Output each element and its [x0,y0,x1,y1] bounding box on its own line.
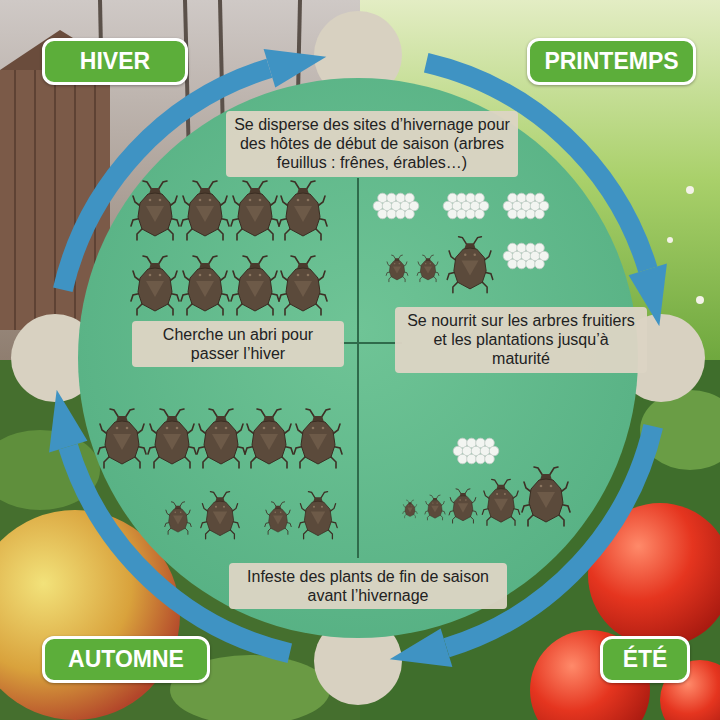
note-box: Se disperse des sites d’hivernage pour d… [226,111,518,177]
egg-cluster [503,193,549,219]
stink-bug [386,255,408,282]
egg [535,209,545,219]
stink-bug [279,256,327,315]
note-box: Infeste des plants de fin de saison avan… [229,563,507,609]
stink-bug [231,256,279,315]
egg [475,209,485,219]
egg-cluster [373,193,419,219]
stink-bug [265,502,291,534]
season-text: ÉTÉ [617,647,673,672]
note-text: Se nourrit sur les arbres fruitiers et l… [403,311,639,369]
stink-bug [197,409,245,468]
note-text: Se disperse des sites d’hivernage pour d… [234,115,510,173]
stink-bug [299,492,337,539]
egg [476,454,486,464]
stink-bug [522,467,570,526]
cycle-arrowhead [390,629,453,667]
cycle-arrow [447,426,654,648]
season-text: AUTOMNE [59,647,193,672]
stink-bug [449,489,477,523]
egg-cluster [503,243,549,269]
stink-bug [181,181,229,240]
stink-bug [245,409,293,468]
stink-bug [425,495,445,520]
season-text: PRINTEMPS [544,49,679,74]
egg [508,259,518,269]
stink-bug [294,409,342,468]
egg [387,209,397,219]
barn-planks [15,70,95,330]
egg [378,209,388,219]
stink-bug [231,181,279,240]
egg [526,259,536,269]
note-box: Se nourrit sur les arbres fruitiers et l… [395,307,647,373]
stink-bug [447,237,493,293]
egg-cluster [443,193,489,219]
egg [467,454,477,464]
cycle-arrowhead [49,390,87,453]
season-label: HIVER [42,38,188,85]
stink-bug [482,479,519,525]
egg [458,454,468,464]
note-text: Infeste des plants de fin de saison avan… [237,567,499,605]
stink-bug [148,409,196,468]
stink-bug [417,255,439,282]
stink-bug [181,256,229,315]
egg [517,259,527,269]
stink-bug [131,181,179,240]
cycle-arrowhead [264,49,327,87]
stink-bug [201,492,239,539]
egg [405,209,415,219]
note-box: Cherche un abri pour passer l’hiver [132,321,344,367]
quadrant-cross [340,178,402,558]
season-label: PRINTEMPS [527,38,696,85]
egg [448,209,458,219]
egg-cluster [453,438,499,464]
egg [526,209,536,219]
stink-bug [98,409,146,468]
cycle-arrow [68,447,290,654]
note-text: Cherche un abri pour passer l’hiver [140,325,336,363]
egg [485,454,495,464]
season-label: ÉTÉ [600,636,690,683]
stink-bug [403,500,417,518]
spring-flowers [667,186,704,304]
season-text: HIVER [59,49,171,74]
stink-bug [279,181,327,240]
stink-bug [165,502,191,534]
egg [396,209,406,219]
season-label: AUTOMNE [42,636,210,683]
egg [535,259,545,269]
egg [508,209,518,219]
stink-bug [131,256,179,315]
egg [466,209,476,219]
egg [457,209,467,219]
egg [517,209,527,219]
